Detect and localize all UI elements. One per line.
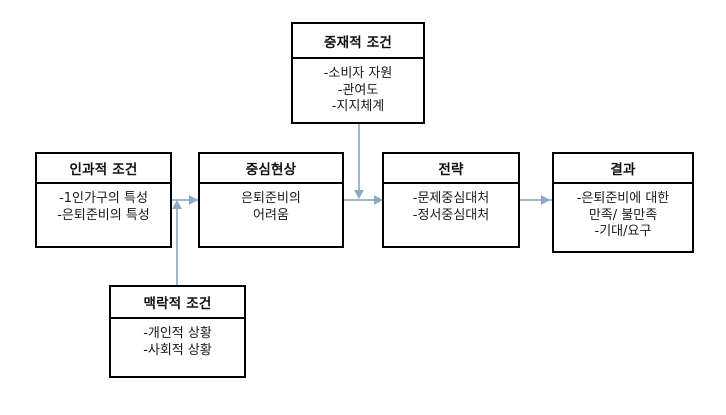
node-line: -은퇴준비에 대한 bbox=[576, 191, 670, 206]
node-contextual-condition-body: -개인적 상황 -사회적 상황 bbox=[111, 319, 244, 376]
arrowhead-contextual-up bbox=[172, 200, 182, 209]
node-line: -관여도 bbox=[337, 82, 379, 98]
connector-intervening-to-flow bbox=[358, 124, 360, 192]
node-result-body: -은퇴준비에 대한 만족/ 불만족 -기대/요구 bbox=[554, 184, 692, 251]
node-line: -1인가구의 특성 bbox=[59, 191, 148, 206]
node-line: -개인적 상황 bbox=[143, 326, 212, 341]
node-intervening-condition-body: -소비자 자원 -관여도 -지지체계 bbox=[293, 59, 423, 122]
node-intervening-condition[interactable]: 중재적 조건 -소비자 자원 -관여도 -지지체계 bbox=[291, 22, 425, 124]
arrowhead-strategy-to-result bbox=[541, 195, 550, 205]
node-contextual-condition[interactable]: 맥락적 조건 -개인적 상황 -사회적 상황 bbox=[109, 285, 246, 378]
node-strategy[interactable]: 전략 -문제중심대처 -정서중심대처 bbox=[382, 152, 520, 248]
arrowhead-causal-to-phenomenon bbox=[189, 195, 198, 205]
node-causal-condition-body: -1인가구의 특성 -은퇴준비의 특성 bbox=[37, 184, 170, 246]
node-causal-condition-header: 인과적 조건 bbox=[37, 154, 170, 184]
node-intervening-condition-header: 중재적 조건 bbox=[293, 24, 423, 59]
node-result-header: 결과 bbox=[554, 154, 692, 184]
node-result[interactable]: 결과 -은퇴준비에 대한 만족/ 불만족 -기대/요구 bbox=[552, 152, 694, 253]
node-line: -지지체계 bbox=[331, 99, 385, 115]
node-line: 어려움 bbox=[253, 207, 289, 223]
node-central-phenomenon-header: 중심현상 bbox=[200, 154, 342, 184]
node-strategy-header: 전략 bbox=[384, 154, 518, 184]
node-line: 은퇴준비의 bbox=[241, 191, 301, 206]
node-line: -사회적 상황 bbox=[143, 342, 212, 358]
connector-causal-to-phenomenon bbox=[172, 199, 198, 201]
arrowhead-phenomenon-to-strategy bbox=[374, 195, 383, 205]
node-line: -은퇴준비의 특성 bbox=[57, 207, 150, 223]
node-line: -소비자 자원 bbox=[323, 66, 393, 81]
node-strategy-body: -문제중심대처 -정서중심대처 bbox=[384, 184, 518, 246]
node-line: -정서중심대처 bbox=[412, 207, 490, 223]
node-line: -문제중심대처 bbox=[412, 191, 490, 206]
connector-contextual-to-flow bbox=[176, 208, 178, 285]
node-central-phenomenon[interactable]: 중심현상 은퇴준비의 어려움 bbox=[198, 152, 344, 248]
connector-strategy-to-result bbox=[520, 199, 552, 201]
node-causal-condition[interactable]: 인과적 조건 -1인가구의 특성 -은퇴준비의 특성 bbox=[35, 152, 172, 248]
node-line: 만족/ 불만족 bbox=[588, 207, 658, 223]
connector-phenomenon-to-strategy bbox=[344, 199, 382, 201]
node-line: -기대/요구 bbox=[594, 224, 652, 240]
arrowhead-intervening-down bbox=[354, 190, 364, 199]
node-contextual-condition-header: 맥락적 조건 bbox=[111, 287, 244, 319]
node-central-phenomenon-body: 은퇴준비의 어려움 bbox=[200, 184, 342, 246]
